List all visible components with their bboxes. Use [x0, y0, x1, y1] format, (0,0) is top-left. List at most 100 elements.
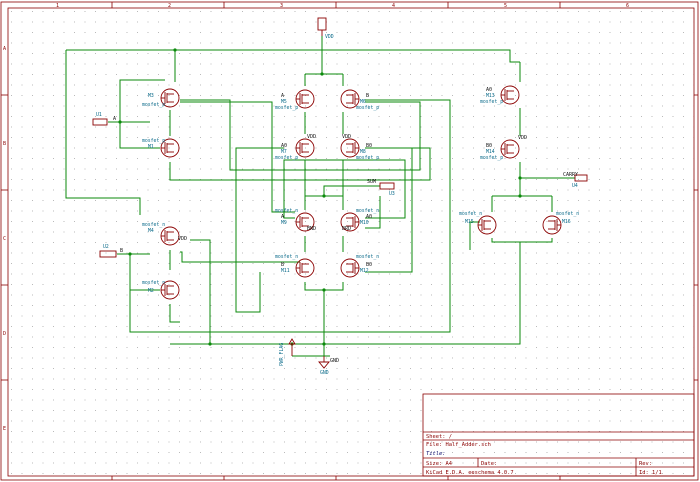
transistor-m10[interactable]: mosfet_n A0 M10 BRD — [340, 208, 379, 232]
m16-value: mosfet_n — [556, 211, 579, 217]
ruler-top-2: 2 — [168, 3, 171, 9]
tb-id: Id: 1/1 — [639, 470, 662, 476]
m9-ref: M9 — [281, 220, 287, 226]
m4-ref: M4 — [148, 228, 154, 234]
ruler-top-5: 5 — [504, 3, 507, 9]
m11-ref: M11 — [281, 268, 290, 274]
transistor-m4[interactable]: M4 mosfet_n VDD — [142, 222, 187, 246]
m8-net: B0 — [366, 143, 372, 149]
transistor-m7[interactable]: A0 M7 mosfet_p VDD — [275, 134, 316, 161]
vdd-top-symbol[interactable]: VDD — [317, 17, 334, 40]
m9-value: mosfet_n — [275, 208, 298, 214]
grid-background — [8, 8, 694, 476]
m14-net: B0 — [486, 143, 492, 149]
m9-net: A — [281, 214, 284, 220]
m13-net: A0 — [486, 87, 492, 93]
m4-net: VDD — [178, 236, 187, 242]
transistor-m14[interactable]: B0 M14 mosfet_p VDD — [480, 135, 527, 161]
ruler-side-b: B — [3, 141, 6, 147]
m12-value: mosfet_n — [356, 254, 379, 260]
ruler-top-6: 6 — [626, 3, 629, 9]
ruler-side-e: E — [3, 426, 6, 432]
transistor-m3[interactable]: M3 mosfet_p — [142, 88, 180, 108]
m13-ref: M13 — [486, 93, 495, 99]
m5-value: mosfet_p — [275, 105, 298, 111]
m10-net: A0 — [366, 214, 372, 220]
output-sum-ref: U3 — [389, 191, 395, 197]
tb-rev: Rev: — [639, 461, 652, 467]
output-port-sum[interactable]: SUM U3 — [367, 179, 395, 197]
m15-value: mosfet_n — [459, 211, 482, 217]
transistor-m5[interactable]: A M5 mosfet_p — [275, 89, 315, 111]
transistor-m15[interactable]: mosfet_n M15 — [459, 211, 497, 235]
m5-ref: M5 — [281, 99, 287, 105]
m12-ref: M12 — [360, 268, 369, 274]
m6-value: mosfet_p — [356, 105, 379, 111]
m10-value: mosfet_n — [356, 208, 379, 214]
m10-brd: BRD — [342, 226, 351, 232]
tb-date: Date: — [481, 461, 497, 467]
input-b-label: B — [120, 248, 123, 254]
title-block: Sheet: / File: Half_Adder.sch Title: Siz… — [422, 393, 695, 477]
m10-ref: M10 — [360, 220, 369, 226]
transistor-m16[interactable]: mosfet_n M16 — [542, 211, 579, 235]
m8-value: mosfet_p — [356, 155, 379, 161]
m5-net: A — [281, 93, 284, 99]
wires — [65, 36, 575, 357]
gnd-net-label: GND — [330, 358, 339, 364]
ruler-top-4: 4 — [392, 3, 395, 9]
output-sum-label: SUM — [367, 179, 376, 185]
tb-title: Title: — [426, 451, 445, 457]
tb-file: File: Half_Adder.sch — [426, 442, 491, 448]
m2-ref: M2 — [148, 288, 154, 294]
ruler-side-d: D — [3, 331, 6, 337]
ruler-top-1: 1 — [56, 3, 59, 9]
ruler-side-c: C — [3, 236, 6, 242]
m15-ref: M15 — [465, 219, 474, 225]
m9-bnd: BND — [307, 226, 316, 232]
m11-net: B — [281, 262, 284, 268]
pwr-flag-symbol[interactable]: PWR_FLAG — [279, 338, 296, 366]
m1-ref: M1 — [148, 144, 154, 150]
m11-value: mosfet_n — [275, 254, 298, 260]
transistor-m8[interactable]: B0 M8 mosfet_p VDD — [340, 134, 379, 161]
m1-value: mosfet_p — [142, 138, 165, 144]
junctions — [118, 48, 522, 346]
transistor-m12[interactable]: mosfet_n B0 M12 — [340, 254, 379, 278]
input-port-a[interactable]: U1 A — [92, 112, 116, 126]
m3-value: mosfet_p — [142, 102, 165, 108]
m14-vdd: VDD — [518, 135, 527, 141]
m12-net: B0 — [366, 262, 372, 268]
m14-ref: M14 — [486, 149, 495, 155]
ruler-side-a: A — [3, 46, 6, 52]
m14-value: mosfet_p — [480, 155, 503, 161]
input-a-label: A — [113, 116, 116, 122]
output-port-carry[interactable]: CARRY U4 — [563, 172, 588, 189]
input-a-ref: U1 — [96, 112, 102, 118]
transistor-m9[interactable]: mosfet_n A M9 BND — [275, 208, 316, 232]
m7-value: mosfet_p — [275, 155, 298, 161]
transistor-m1[interactable]: M1 mosfet_p — [142, 138, 180, 158]
output-carry-label: CARRY — [563, 172, 578, 178]
input-port-b[interactable]: U2 B — [99, 244, 123, 258]
m3-ref: M3 — [148, 93, 154, 99]
m16-ref: M16 — [562, 219, 571, 225]
m7-vdd: VDD — [307, 134, 316, 140]
m6-net: B — [366, 93, 369, 99]
m7-net: A0 — [281, 143, 287, 149]
tb-size: Size: A4 — [426, 461, 452, 467]
m8-ref: M8 — [360, 149, 366, 155]
gnd-symbol[interactable]: GND GND — [318, 356, 339, 376]
transistor-m11[interactable]: mosfet_n B M11 — [275, 254, 315, 278]
transistor-m2[interactable]: M2 mosfet_n — [142, 280, 180, 300]
m8-vdd: VDD — [342, 134, 351, 140]
m7-ref: M7 — [281, 149, 287, 155]
transistor-m13[interactable]: A0 M13 mosfet_p — [480, 85, 520, 105]
ruler-top-3: 3 — [280, 3, 283, 9]
m4-value: mosfet_n — [142, 222, 165, 228]
tb-kicad: KiCad E.D.A. eeschema 4.0.7 — [426, 470, 514, 476]
transistor-m6[interactable]: B M6 mosfet_p — [340, 89, 379, 111]
m2-value: mosfet_n — [142, 280, 165, 286]
